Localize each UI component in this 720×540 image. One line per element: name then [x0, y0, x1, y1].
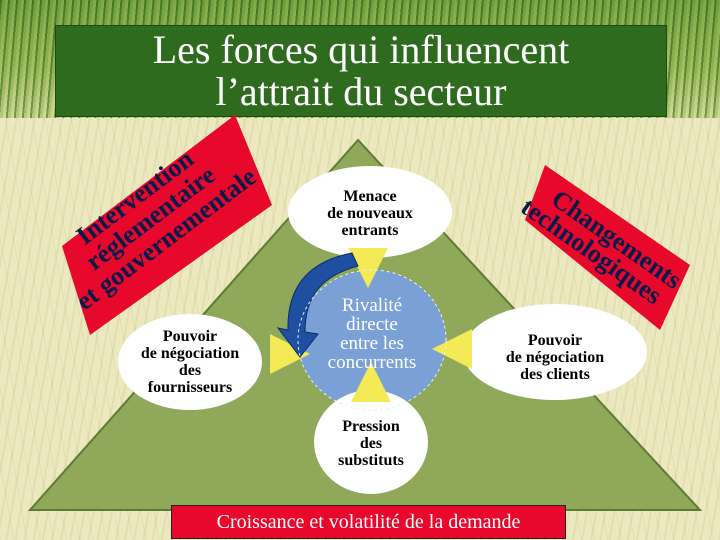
title-line-2: l’attrait du secteur: [215, 69, 507, 114]
title-line-1: Les forces qui influencent: [152, 27, 570, 72]
substitutes-line-2: des: [359, 435, 383, 452]
rivalry-line-4: concurrents: [327, 352, 417, 373]
title-box: Les forces qui influencent l’attrait du …: [55, 25, 667, 117]
technology-banner: [525, 165, 690, 330]
suppliers-line-2: de négociation: [140, 345, 240, 362]
new-entrants-line-3: entrants: [341, 222, 399, 239]
customers-line-1: Pouvoir: [527, 332, 583, 349]
suppliers-ellipse: [118, 314, 262, 410]
new-entrants-label: Menace de nouveaux entrants: [290, 188, 450, 239]
demand-banner: Croissance et volatilité de la demande: [171, 505, 566, 539]
rivalry-line-1: Rivalité: [341, 295, 403, 316]
new-entrants-line-1: Menace: [343, 188, 397, 205]
suppliers-line-4: fournisseurs: [147, 379, 233, 396]
customers-label: Pouvoir de négociation des clients: [475, 332, 635, 383]
rivalry-line-3: entre les: [340, 333, 404, 354]
suppliers-line-1: Pouvoir: [162, 328, 218, 345]
new-entrants-ellipse: [288, 166, 452, 258]
new-entrants-line-2: de nouveaux: [327, 205, 413, 222]
substitutes-ellipse: [314, 390, 428, 494]
suppliers-label: Pouvoir de négociation des fournisseurs: [120, 328, 260, 396]
rivalry-label: Rivalité directe entre les concurrents: [302, 296, 442, 372]
customers-ellipse: [463, 304, 647, 400]
customers-line-2: de négociation: [505, 349, 605, 366]
substitutes-label: Pression des substituts: [316, 418, 426, 469]
suppliers-line-3: des: [178, 362, 202, 379]
substitutes-line-3: substituts: [338, 452, 404, 469]
rivalry-curved-arrow: [276, 252, 359, 358]
rivalry-line-2: directe: [346, 314, 398, 335]
rivalry-outline: [297, 269, 447, 411]
regulation-banner: [62, 115, 272, 335]
substitutes-line-1: Pression: [342, 418, 400, 435]
customers-line-3: des clients: [520, 366, 590, 383]
rivalry-ellipse: [298, 270, 446, 410]
